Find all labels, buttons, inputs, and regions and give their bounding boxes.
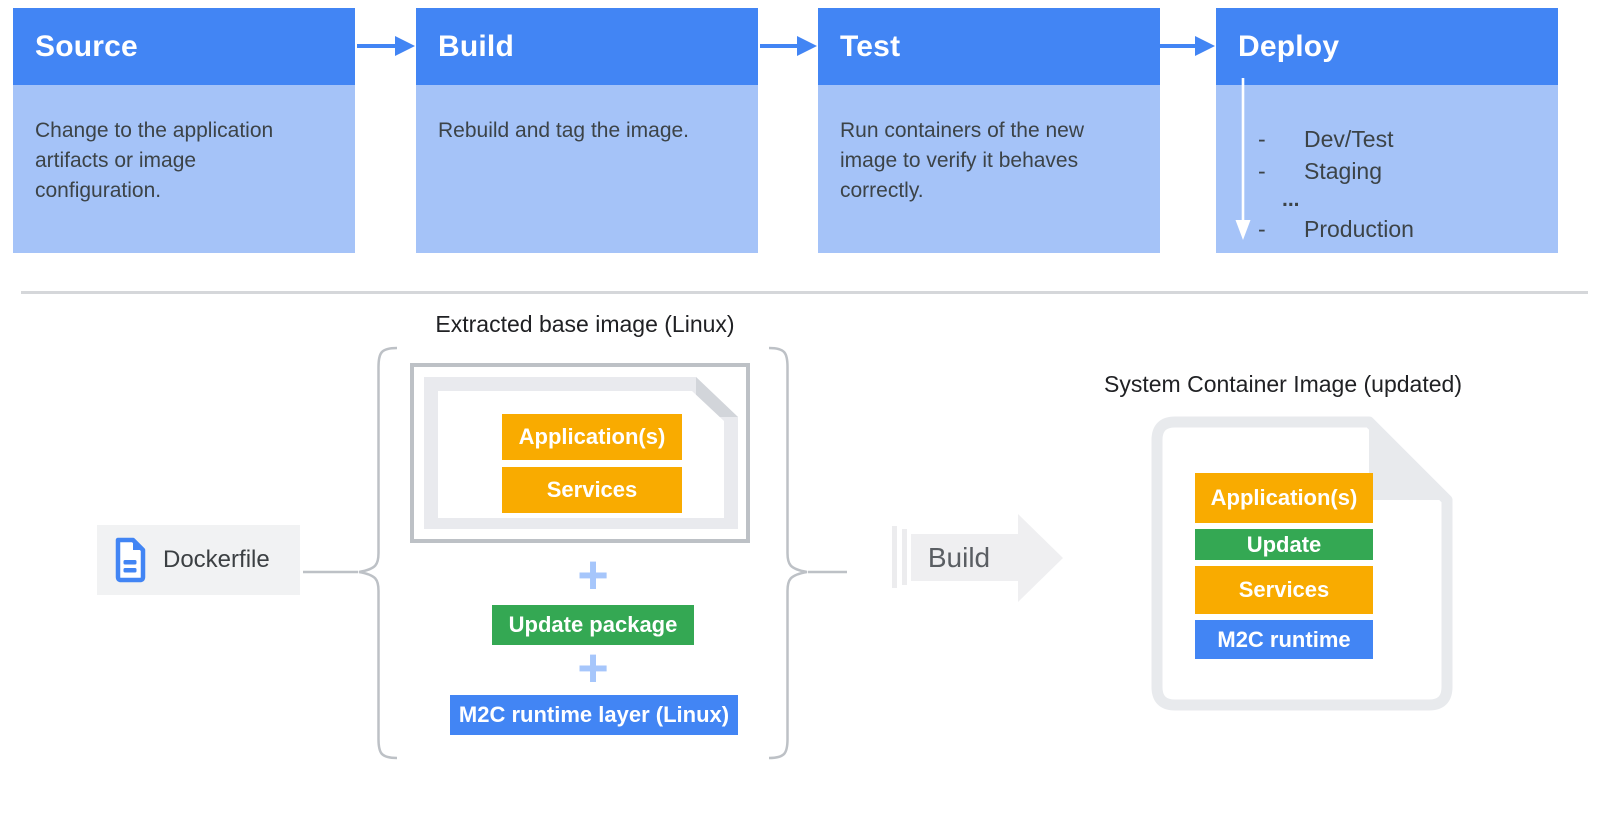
dockerfile-document-icon — [115, 537, 146, 583]
list-dash: - — [1258, 126, 1266, 152]
stage-deploy: Deploy - Dev/Test - Staging ... - Produc… — [1216, 8, 1558, 253]
deploy-item-dev-test: - Dev/Test — [1258, 123, 1550, 155]
stage-source-title: Source — [35, 29, 138, 63]
plus-icon: + — [577, 545, 609, 605]
stage-test-description: Run containers of the new image to verif… — [818, 85, 1160, 253]
system-container-image-title: System Container Image (updated) — [1104, 371, 1462, 397]
build-arrow-label: Build — [927, 542, 991, 573]
stage-deploy-header: Deploy — [1216, 8, 1558, 85]
document-outline — [1151, 416, 1453, 711]
extracted-base-image-title: Extracted base image (Linux) — [435, 311, 735, 337]
stage-source-description: Change to the application artifacts or i… — [13, 85, 355, 253]
result-layer-applications: Application(s) — [1195, 473, 1373, 523]
stage-build-title: Build — [438, 29, 514, 63]
result-layer-update: Update — [1195, 529, 1373, 560]
dockerfile-chip: Dockerfile — [97, 525, 300, 595]
deploy-item-label: Staging — [1304, 158, 1383, 184]
flow-arrow-icon — [357, 36, 415, 56]
stage-deploy-list: - Dev/Test - Staging ... - Production — [1216, 85, 1558, 253]
list-dash: - — [1258, 158, 1266, 184]
stage-test-title: Test — [840, 29, 901, 63]
deploy-item-staging: - Staging — [1258, 155, 1550, 187]
dockerfile-label: Dockerfile — [163, 546, 270, 573]
stage-test-header: Test — [818, 8, 1160, 85]
flow-arrow-icon — [1160, 36, 1215, 56]
stage-build-header: Build — [416, 8, 758, 85]
left-brace — [358, 346, 398, 760]
right-brace — [768, 346, 808, 760]
layer-services: Services — [502, 467, 682, 513]
stage-deploy-title: Deploy — [1238, 29, 1340, 63]
plus-icon: + — [577, 638, 609, 698]
deploy-item-label: ... — [1282, 188, 1300, 211]
deploy-item-ellipsis: ... — [1258, 187, 1550, 213]
stage-test: Test Run containers of the new image to … — [818, 8, 1160, 253]
deploy-item-production: - Production — [1258, 213, 1550, 245]
document-fold-icon — [1369, 422, 1447, 500]
layer-m2c-runtime-layer: M2C runtime layer (Linux) — [450, 695, 738, 735]
stage-source: Source Change to the application artifac… — [13, 8, 355, 253]
deploy-item-label: Dev/Test — [1304, 126, 1394, 152]
stage-build-description: Rebuild and tag the image. — [416, 85, 758, 253]
deploy-item-label: Production — [1304, 216, 1414, 242]
document-fold-icon — [696, 377, 738, 417]
list-dash: - — [1258, 216, 1266, 242]
result-layer-services: Services — [1195, 566, 1373, 614]
flow-arrow-icon — [760, 36, 817, 56]
section-divider — [21, 291, 1588, 294]
stage-source-header: Source — [13, 8, 355, 85]
system-container-image-figure — [1151, 416, 1453, 711]
result-layer-m2c-runtime: M2C runtime — [1195, 620, 1373, 659]
layer-update-package: Update package — [492, 605, 694, 645]
stage-build: Build Rebuild and tag the image. — [416, 8, 758, 253]
layer-applications: Application(s) — [502, 414, 682, 460]
